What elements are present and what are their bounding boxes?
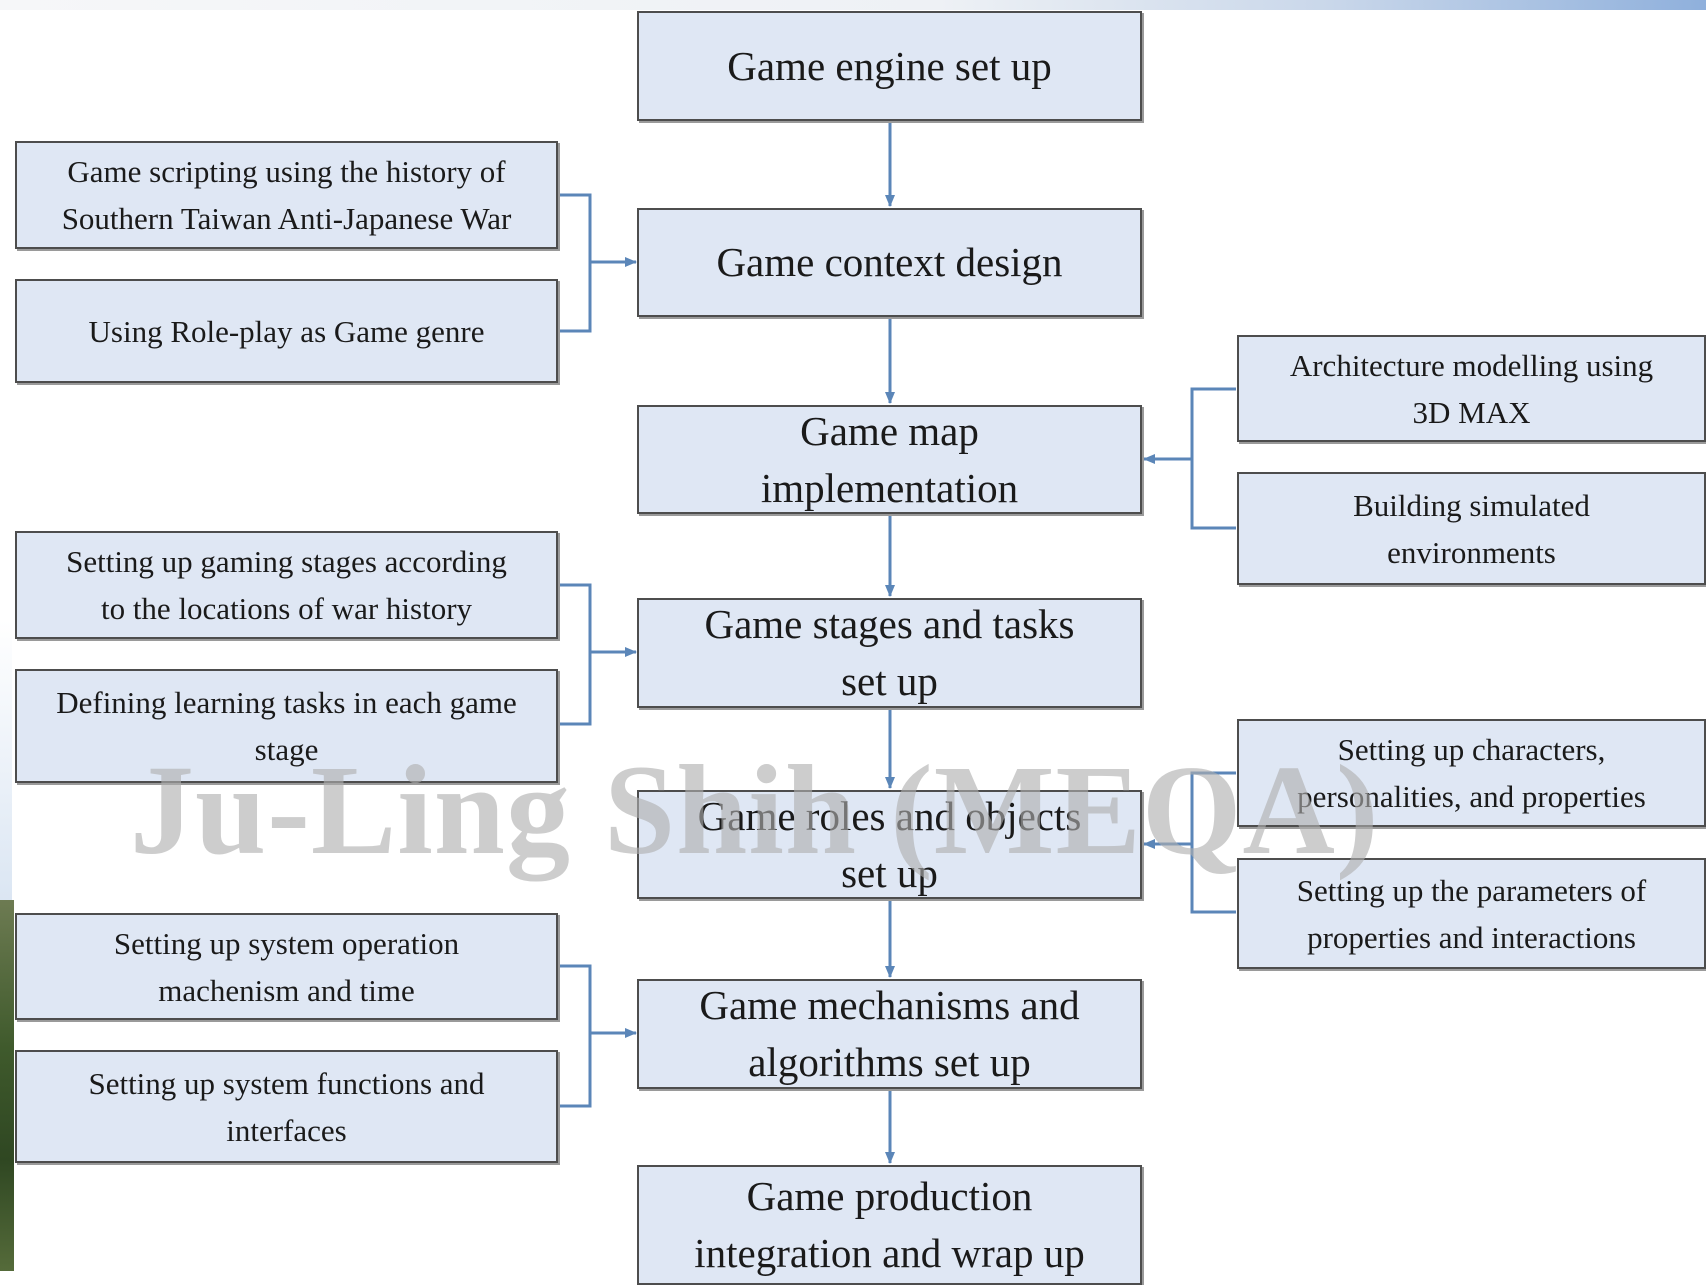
bracket-roles bbox=[1144, 771, 1236, 914]
input-learning-tasks: Defining learning tasks in each game sta… bbox=[15, 669, 558, 783]
input-label: Using Role-play as Game genre bbox=[88, 313, 485, 349]
input-label: Setting up the parameters of properties … bbox=[1296, 872, 1647, 955]
input-system-functions-interfaces: Setting up system functions and interfac… bbox=[15, 1050, 558, 1163]
step-game-engine-setup: Game engine set up bbox=[637, 11, 1142, 121]
input-gaming-stages-locations: Setting up gaming stages according to th… bbox=[15, 531, 558, 639]
input-label: Setting up system operation machenism an… bbox=[113, 925, 460, 1008]
input-role-play-genre: Using Role-play as Game genre bbox=[15, 279, 558, 383]
input-label: Setting up system functions and interfac… bbox=[88, 1065, 485, 1148]
step-game-map-implementation: Game map implementation bbox=[637, 405, 1142, 514]
input-game-scripting-history: Game scripting using the history of Sout… bbox=[15, 141, 558, 249]
step-game-mechanisms-algorithms: Game mechanisms and algorithms set up bbox=[637, 979, 1142, 1089]
step-label: Game production integration and wrap up bbox=[694, 1173, 1085, 1276]
input-label: Game scripting using the history of Sout… bbox=[61, 154, 512, 236]
bracket-mechanisms bbox=[558, 964, 636, 1108]
step-game-context-design: Game context design bbox=[637, 208, 1142, 317]
bracket-context bbox=[558, 193, 636, 333]
step-game-stages-tasks: Game stages and tasks set up bbox=[637, 598, 1142, 708]
input-label: Setting up characters, personalities, an… bbox=[1297, 732, 1646, 814]
step-game-production-integration: Game production integration and wrap up bbox=[637, 1165, 1142, 1285]
input-simulated-environments: Building simulated environments bbox=[1237, 472, 1706, 585]
left-edge-sky-image bbox=[0, 620, 12, 900]
bracket-stages bbox=[558, 583, 636, 726]
input-label: Setting up gaming stages according to th… bbox=[66, 544, 507, 626]
input-label: Architecture modelling using 3D MAX bbox=[1289, 347, 1654, 430]
step-label: Game roles and objects set up bbox=[697, 792, 1082, 896]
input-label: Defining learning tasks in each game sta… bbox=[56, 685, 517, 767]
bracket-map bbox=[1144, 387, 1236, 530]
step-label: Game context design bbox=[716, 239, 1063, 285]
step-label: Game engine set up bbox=[727, 42, 1052, 89]
author-watermark: Ju-Ling Shih (MEQA) bbox=[130, 739, 1380, 881]
left-edge-tree-image bbox=[0, 900, 14, 1271]
input-architecture-modelling-3dmax: Architecture modelling using 3D MAX bbox=[1237, 335, 1706, 442]
input-parameters-interactions: Setting up the parameters of properties … bbox=[1237, 858, 1706, 969]
step-label: Game stages and tasks set up bbox=[704, 601, 1075, 704]
input-system-operation-mechanism: Setting up system operation machenism an… bbox=[15, 913, 558, 1020]
step-game-roles-objects: Game roles and objects set up bbox=[637, 790, 1142, 899]
input-label: Building simulated environments bbox=[1353, 487, 1590, 570]
top-banner-strip bbox=[0, 0, 1706, 10]
step-label: Game mechanisms and algorithms set up bbox=[699, 982, 1080, 1085]
step-label: Game map implementation bbox=[760, 407, 1019, 511]
input-characters-personalities: Setting up characters, personalities, an… bbox=[1237, 719, 1706, 827]
